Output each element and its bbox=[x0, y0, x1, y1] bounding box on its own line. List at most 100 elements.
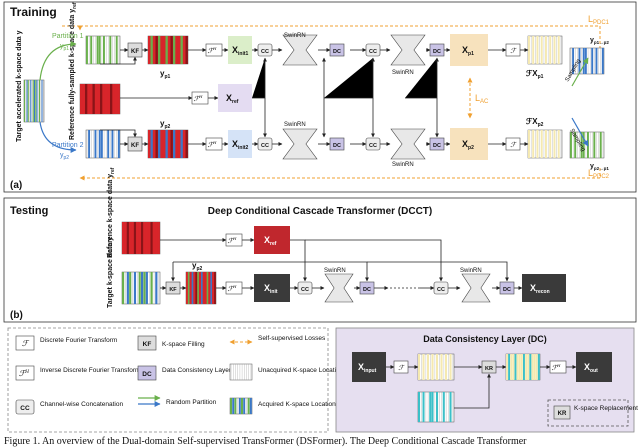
dc-kr-legend-box: KR bbox=[553, 405, 571, 420]
kspace-stripe bbox=[599, 132, 602, 158]
kspace-stripe bbox=[445, 354, 448, 380]
dc-kspace-predicted-image bbox=[417, 353, 455, 381]
kspace-stripe bbox=[570, 132, 572, 158]
kspace-stripe bbox=[247, 398, 250, 414]
kspace-stripe bbox=[540, 36, 543, 64]
dc-ifft-box: ℱH bbox=[549, 360, 567, 374]
dc-panel-title: Data Consistency Layer (DC) bbox=[423, 334, 547, 344]
kspace-stripe bbox=[35, 80, 37, 122]
kspace-stripe bbox=[100, 84, 103, 114]
kspace-stripe bbox=[572, 48, 575, 74]
kspace-stripe bbox=[170, 36, 173, 64]
kspace-stripe bbox=[170, 130, 173, 158]
partition2-label: Partition 2 bbox=[52, 142, 84, 149]
svg-text:ℱH: ℱH bbox=[207, 140, 217, 149]
kspace-stripe bbox=[189, 272, 192, 304]
kspace-stripe bbox=[232, 398, 235, 414]
kspace-stripe bbox=[141, 272, 144, 304]
dc-x-out-box: Xout bbox=[576, 352, 612, 382]
kspace-stripe bbox=[249, 398, 252, 414]
kspace-stripe bbox=[531, 354, 534, 380]
svg-text:ℱH: ℱH bbox=[193, 94, 203, 103]
kf-box-top: KF bbox=[127, 42, 143, 58]
panel-a-title: Training bbox=[10, 5, 57, 19]
kspace-stripe bbox=[34, 80, 36, 122]
dc-panel: Data Consistency Layer (DC) Xinput ℱ KR … bbox=[335, 327, 638, 433]
kspace-stripe bbox=[122, 272, 125, 304]
svg-text:CC: CC bbox=[301, 287, 309, 293]
svg-text:DC: DC bbox=[433, 143, 441, 149]
x-p1-box: Xp1 bbox=[450, 34, 488, 66]
kspace-stripe bbox=[557, 130, 560, 158]
legend-unacquired-label: Unacquired K-space Locations bbox=[258, 367, 347, 374]
kspace-filled-p2-image bbox=[147, 129, 189, 159]
kspace-stripe bbox=[595, 48, 598, 74]
kspace-stripe bbox=[145, 272, 148, 304]
legend-kf-icon bbox=[137, 335, 157, 351]
kspace-stripe bbox=[578, 48, 581, 74]
kspace-stripe bbox=[514, 354, 517, 380]
cc-box-bottom-1: CC bbox=[257, 137, 273, 151]
kspace-stripe bbox=[506, 354, 508, 380]
kspace-stripe bbox=[202, 272, 205, 304]
legend: ℱ Discrete Fourier Transform ℱH Inverse … bbox=[7, 327, 347, 433]
kspace-stripe bbox=[163, 130, 166, 158]
svg-text:KR: KR bbox=[485, 366, 493, 372]
ifft-box-bottom: ℱH bbox=[205, 137, 223, 151]
kspace-stripe bbox=[601, 48, 604, 74]
swinrn-block bbox=[390, 128, 426, 160]
swinrn-blocks-a bbox=[282, 34, 426, 160]
kspace-stripe bbox=[549, 36, 552, 64]
kspace-stripe bbox=[508, 354, 511, 380]
kspace-stripe bbox=[442, 392, 445, 422]
legend-cc-icon bbox=[15, 399, 35, 415]
kspace-b-reference-image bbox=[121, 221, 161, 255]
kspace-stripe bbox=[540, 130, 543, 158]
kspace-stripe bbox=[427, 354, 430, 380]
kspace-stripe bbox=[150, 36, 153, 64]
kspace-stripe bbox=[178, 130, 181, 158]
kspace-stripe bbox=[591, 48, 594, 74]
kspace-stripe bbox=[24, 80, 26, 122]
kspace-stripe bbox=[582, 48, 585, 74]
kspace-stripe bbox=[96, 36, 99, 64]
dc-box-b-1: DC bbox=[359, 281, 375, 295]
kspace-stripe bbox=[214, 272, 216, 304]
legend-unacquired-icon bbox=[229, 363, 253, 381]
kspace-stripe bbox=[32, 80, 34, 122]
ifft-box-ref: ℱH bbox=[191, 91, 209, 105]
svg-text:CC: CC bbox=[20, 405, 30, 412]
kspace-stripe bbox=[86, 36, 88, 64]
target-kspace-label: Target k-space data y bbox=[107, 237, 114, 308]
kspace-stripe bbox=[133, 272, 137, 304]
y-p2p1-label: yp2→p1 bbox=[590, 163, 609, 171]
kspace-stripe bbox=[90, 36, 93, 64]
kspace-stripe bbox=[193, 272, 196, 304]
svg-text:LAC: LAC bbox=[475, 93, 489, 105]
kf-box-bottom: KF bbox=[127, 136, 143, 152]
kspace-stripe bbox=[195, 272, 198, 304]
y-p2-b-label: yp2 bbox=[192, 261, 203, 272]
kspace-stripe bbox=[199, 272, 201, 304]
kf-box-b: KF bbox=[165, 281, 181, 295]
legend-acquired-icon bbox=[229, 397, 253, 415]
kspace-stripe bbox=[431, 354, 434, 380]
kspace-stripe bbox=[163, 36, 166, 64]
ifft-box-top: ℱH bbox=[205, 43, 223, 57]
kspace-stripe bbox=[102, 84, 105, 114]
kspace-stripe bbox=[133, 222, 137, 254]
kspace-stripe bbox=[528, 36, 530, 64]
svg-text:DC: DC bbox=[433, 49, 441, 55]
legend-f-icon bbox=[15, 335, 35, 351]
kspace-stripe bbox=[157, 222, 160, 254]
kspace-stripe bbox=[549, 130, 552, 158]
legend-dc-label: Data Consistency Layer bbox=[162, 367, 232, 374]
kspace-stripe bbox=[87, 84, 90, 114]
ifft-box-b-ref: ℱH bbox=[225, 233, 243, 247]
kspace-stripe bbox=[175, 130, 178, 158]
fx-p1-label: ℱXp1 bbox=[526, 69, 544, 80]
kspace-stripe bbox=[525, 354, 528, 380]
kspace-stripe bbox=[180, 36, 183, 64]
kspace-stripe bbox=[136, 222, 139, 254]
